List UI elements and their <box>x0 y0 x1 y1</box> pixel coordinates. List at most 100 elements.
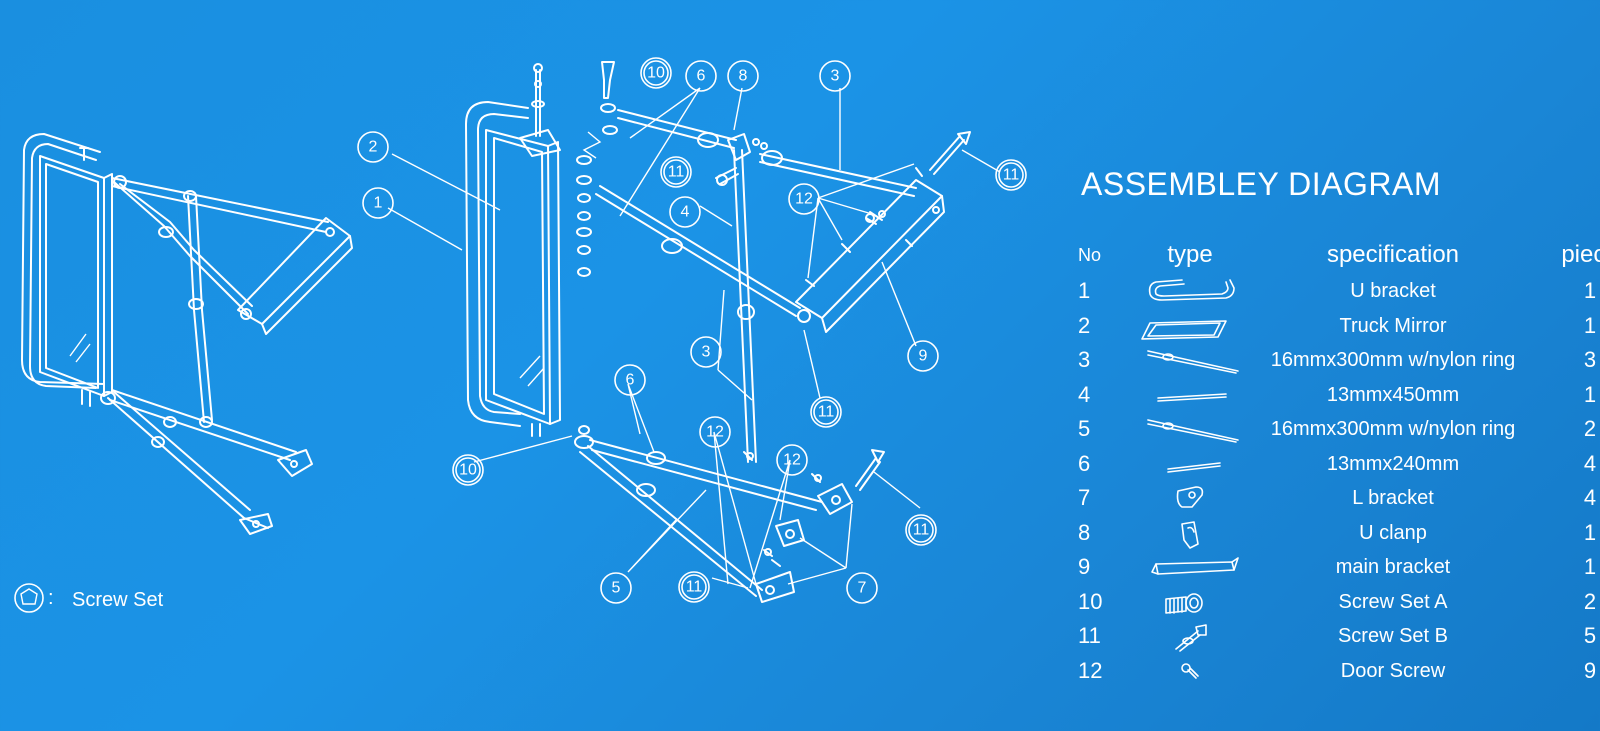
parts-row: 9 main bracket 1 <box>1070 550 1596 585</box>
row-no: 9 <box>1078 554 1091 579</box>
svg-text:11: 11 <box>668 164 685 181</box>
svg-text:11: 11 <box>1003 167 1020 184</box>
svg-text:11: 11 <box>913 522 930 539</box>
row-no: 3 <box>1078 347 1091 372</box>
svg-text:12: 12 <box>783 452 801 469</box>
row-spec: U clanp <box>1359 521 1427 544</box>
row-piece: 4 <box>1583 450 1597 476</box>
assembled-u-bracket <box>21 133 105 385</box>
header-piece: piece <box>1561 241 1600 268</box>
svg-text:10: 10 <box>647 65 665 82</box>
row-spec: 13mmx450mm <box>1326 383 1460 406</box>
callout-8: 8 <box>727 60 759 92</box>
parts-row: 1 U bracket 1 <box>1070 274 1596 309</box>
svg-text:7: 7 <box>858 580 867 597</box>
svg-text:10: 10 <box>459 462 477 479</box>
parts-row: 10 Screw Set A 2 <box>1070 585 1596 620</box>
exploded-l-bracket <box>817 483 853 515</box>
row-piece: 2 <box>1583 416 1597 441</box>
row-spec: 13mmx240mm <box>1326 452 1460 475</box>
callout-3-top: 3 <box>819 60 851 92</box>
svg-text:12: 12 <box>706 424 724 441</box>
svg-text:6: 6 <box>697 68 706 85</box>
svg-text:11: 11 <box>686 579 703 596</box>
assembled-mirror-view <box>21 133 353 535</box>
row-spec: U bracket <box>1350 280 1436 302</box>
row-no: 5 <box>1078 416 1091 441</box>
parts-row: 12 Door Screw 9 <box>1070 654 1596 689</box>
header-type: type <box>1167 241 1213 268</box>
u-clamp-icon <box>1134 516 1246 550</box>
parts-row: 11 Screw Set B 5 <box>1070 619 1596 654</box>
svg-text::: : <box>48 587 54 609</box>
screw-set-legend-icon <box>14 583 44 613</box>
row-no: 12 <box>1078 657 1103 683</box>
short-rod-icon <box>1134 447 1246 481</box>
header-specification: specification <box>1326 241 1460 268</box>
row-spec: main bracket <box>1335 556 1451 578</box>
parts-table-header: No type specification piece <box>1070 238 1600 272</box>
rod-icon <box>1134 378 1246 412</box>
leader-lines <box>387 87 1001 589</box>
row-spec: Door Screw <box>1340 659 1446 682</box>
exploded-truck-mirror <box>485 129 561 425</box>
parts-row: 8 U clanp 1 <box>1070 516 1596 551</box>
callout-11-right-bottom: 11 <box>905 514 937 546</box>
callout-12-bottom-left: 12 <box>699 416 731 448</box>
callout-10-top: 10 <box>640 57 672 89</box>
row-piece: 4 <box>1583 485 1597 510</box>
svg-text:4: 4 <box>681 204 690 221</box>
callout-4: 4 <box>669 196 701 228</box>
svg-text:8: 8 <box>739 68 748 85</box>
row-no: 4 <box>1078 381 1091 407</box>
row-spec: L bracket <box>1352 487 1434 509</box>
row-no: 1 <box>1078 278 1091 303</box>
row-no: 11 <box>1078 623 1101 648</box>
callout-10-bottom: 10 <box>452 454 484 486</box>
callout-5: 5 <box>600 572 632 604</box>
l-bracket-icon <box>1134 481 1246 515</box>
callout-12-bottom-right: 12 <box>776 444 808 476</box>
rod-with-ring-icon <box>1134 412 1246 446</box>
callout-2: 2 <box>357 131 389 163</box>
row-piece: 3 <box>1583 347 1597 372</box>
parts-row: 7 L bracket 4 <box>1070 481 1596 516</box>
row-spec: 16mmx300mm w/nylon ring <box>1270 418 1516 440</box>
callout-1: 1 <box>362 187 394 219</box>
callout-9: 9 <box>907 340 939 372</box>
main-bracket-icon <box>1134 550 1246 584</box>
parts-row: 4 13mmx450mm 1 <box>1070 378 1596 413</box>
washer-stack <box>576 131 602 277</box>
callout-6-top: 6 <box>685 60 717 92</box>
truck-mirror-icon <box>1134 309 1246 343</box>
svg-text:2: 2 <box>369 139 378 156</box>
svg-text:12: 12 <box>795 191 813 208</box>
callout-11-middle: 11 <box>810 396 842 428</box>
row-no: 8 <box>1078 519 1091 545</box>
diagram-title: ASSEMBLEY DIAGRAM <box>1081 166 1442 202</box>
parts-row: 5 16mmx300mm w/nylon ring 2 <box>1070 412 1596 447</box>
screw-set-legend: : Screw Set <box>14 583 164 613</box>
row-piece: 2 <box>1583 588 1597 614</box>
row-piece: 1 <box>1583 554 1597 579</box>
door-screw-icon <box>1134 654 1246 688</box>
row-no: 7 <box>1078 485 1091 510</box>
svg-text:5: 5 <box>612 580 621 597</box>
svg-text:3: 3 <box>702 344 711 361</box>
callout-3-mid: 3 <box>690 336 722 368</box>
screw-set-b-icon <box>1134 619 1246 653</box>
row-spec: 16mmx300mm w/nylon ring <box>1270 349 1516 371</box>
assembled-truck-mirror <box>39 155 113 397</box>
row-spec: Screw Set A <box>1338 590 1448 613</box>
parts-row: 2 Truck Mirror 1 <box>1070 309 1596 344</box>
callout-11-right-top: 11 <box>995 159 1027 191</box>
row-piece: 1 <box>1583 312 1597 338</box>
parts-table: No type specification piece 1 U bracket … <box>1070 238 1600 689</box>
row-piece: 1 <box>1583 381 1597 407</box>
parts-row: 3 16mmx300mm w/nylon ring 3 <box>1070 343 1596 378</box>
header-no: No <box>1078 245 1102 265</box>
rod-with-ring-icon <box>1134 343 1246 377</box>
screw-set-a-icon <box>1134 585 1246 619</box>
screw-set-legend-label: Screw Set <box>72 589 164 611</box>
